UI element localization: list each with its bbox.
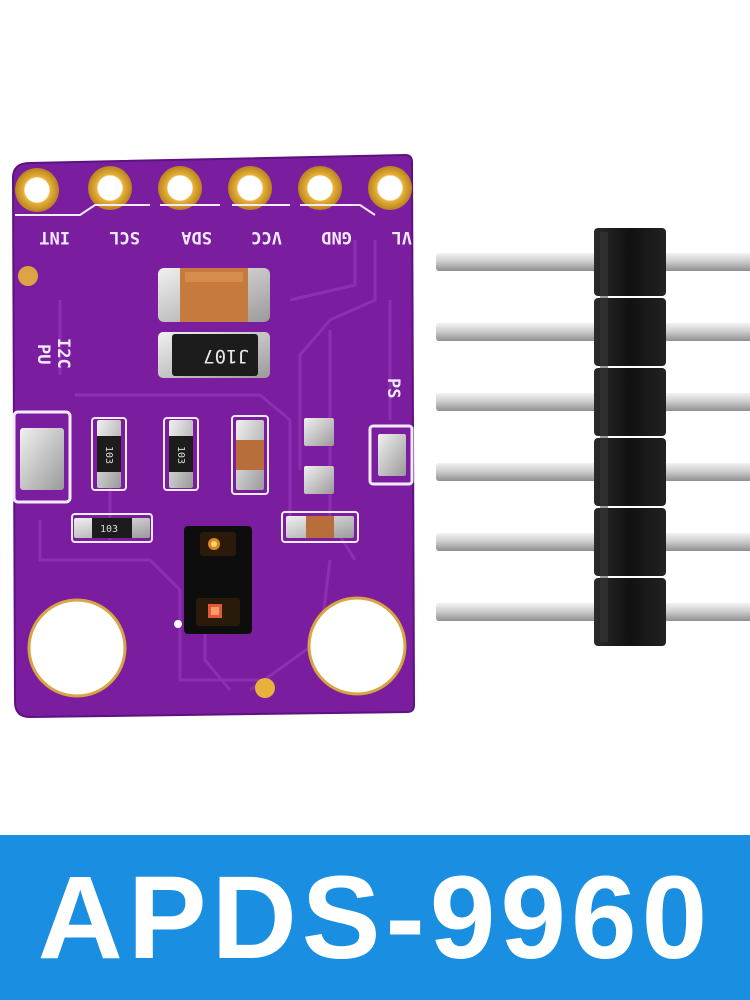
capacitor-c1 [231,415,269,495]
pin-label-scl: SCL [109,227,140,247]
header-pins [436,253,750,621]
ps-label: PS [383,378,403,398]
pin-label-vcc: VCC [251,227,282,247]
resistor-r1-marking: 103 [103,446,114,464]
via-pad [255,678,275,698]
resistor-r2-marking: 103 [175,446,186,464]
i2c-label: I2C [53,338,73,369]
pin-label-sda: SDA [181,227,212,247]
pin-pads [15,166,412,212]
header-housing [594,228,666,646]
solder-jumper-right [368,424,414,486]
resistor-r3: 103 [71,513,153,543]
solder-jumper-left [12,410,72,504]
inductor-j107: J107 [158,332,270,378]
capacitor-c2 [281,511,359,543]
resistor-r1: 103 [91,417,127,491]
sensor-chip [174,526,252,634]
pu-label: PU [33,344,53,364]
product-photo: INT SCL SDA VCC GND VL J107 I2C PU PS [11,153,750,719]
pin-label-int: INT [39,227,70,247]
mounting-holes [27,596,407,698]
product-title: APDS-9960 [37,851,713,984]
pin-labels: INT SCL SDA VCC GND VL [15,204,412,247]
resistor-r3-marking: 103 [100,524,118,535]
i2c-pu-label: I2C PU [33,338,73,369]
title-banner: APDS-9960 [0,835,750,1000]
pin-header [436,228,750,646]
pin-label-vl: VL [392,227,412,247]
capacitor-large [158,268,270,322]
capacitor-c3 [304,418,334,494]
inductor-marking: J107 [203,345,249,367]
pin-label-gnd: GND [321,227,352,247]
resistor-r2: 103 [163,417,199,491]
